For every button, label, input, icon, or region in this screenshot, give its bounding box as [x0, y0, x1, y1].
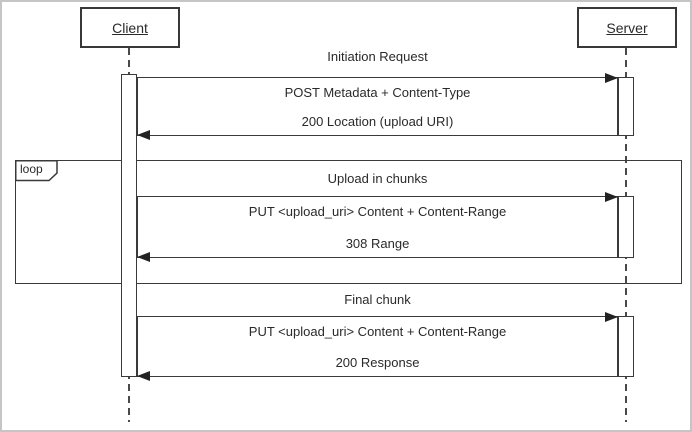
loop-fragment-frame — [15, 160, 682, 284]
response-message-initiation: 200 Location (upload URI) — [301, 114, 454, 129]
response-arrowhead-final-chunk — [137, 371, 150, 381]
section-title-upload-in-chunks: Upload in chunks — [327, 171, 428, 186]
response-arrowhead-initiation — [137, 130, 150, 140]
request-message-initiation: POST Metadata + Content-Type — [284, 85, 471, 100]
message-box-final-chunk: PUT <upload_uri> Content + Content-Range… — [137, 316, 618, 377]
actor-box-client: Client — [80, 7, 180, 48]
response-message-chunk-upload: 308 Range — [345, 236, 410, 251]
request-arrowhead-chunk-upload — [605, 192, 618, 202]
request-arrowhead-initiation — [605, 73, 618, 83]
server-activation-bar-chunk-upload — [618, 196, 634, 258]
section-title-final-chunk: Final chunk — [344, 292, 411, 307]
message-box-initiation: POST Metadata + Content-Type 200 Locatio… — [137, 77, 618, 136]
server-activation-bar-initiation — [618, 77, 634, 136]
request-arrowhead-final-chunk — [605, 312, 618, 322]
loop-operator-pentagon — [15, 160, 58, 182]
section-title-initiation-request: Initiation Request — [327, 49, 428, 64]
actor-label-server: Server — [606, 19, 648, 36]
response-message-final-chunk: 200 Response — [335, 355, 420, 370]
request-message-chunk-upload: PUT <upload_uri> Content + Content-Range — [248, 204, 507, 219]
request-message-final-chunk: PUT <upload_uri> Content + Content-Range — [248, 324, 507, 339]
actor-box-server: Server — [577, 7, 677, 48]
actor-label-client: Client — [112, 19, 148, 36]
message-box-chunk-upload: PUT <upload_uri> Content + Content-Range… — [137, 196, 618, 258]
loop-operator-label: loop — [20, 162, 43, 176]
response-arrowhead-chunk-upload — [137, 252, 150, 262]
server-activation-bar-final-chunk — [618, 316, 634, 377]
client-activation-bar — [121, 74, 137, 377]
